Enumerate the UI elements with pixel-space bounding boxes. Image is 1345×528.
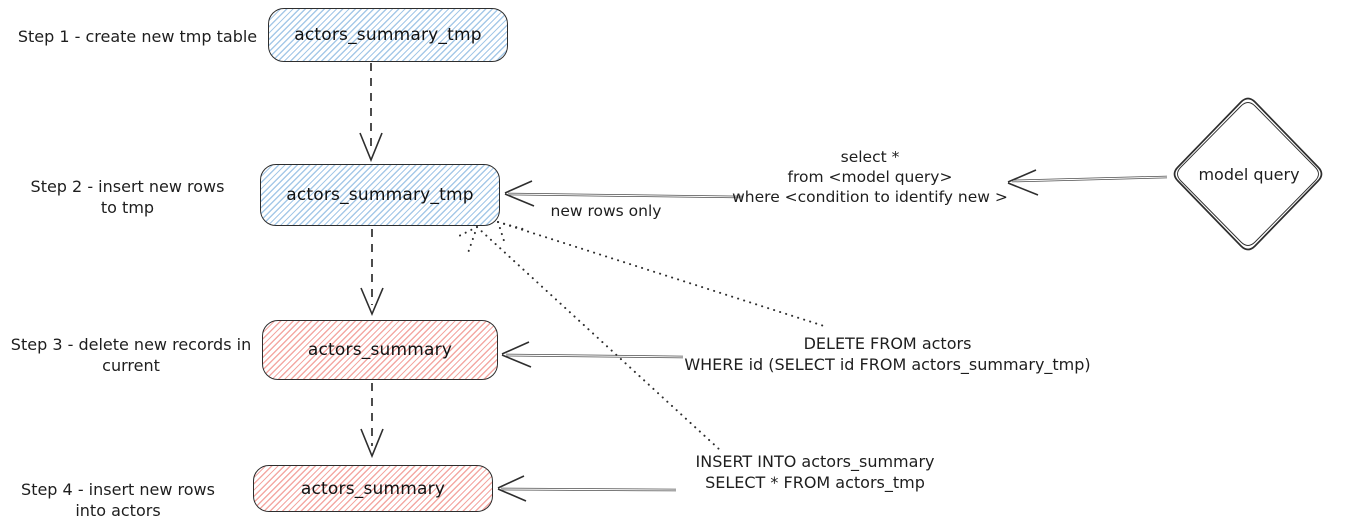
- node-summary-table-step4: actors_summary: [253, 465, 493, 512]
- node-summary-table-step3: actors_summary: [262, 320, 498, 380]
- step4-label: Step 4 - insert new rows into actors: [18, 479, 218, 521]
- node-summary-table-step4-label: actors_summary: [300, 478, 446, 499]
- arrow-select-to-tmp: [504, 180, 743, 207]
- delete-query-line1: DELETE FROM actors: [803, 334, 972, 353]
- step2-label-line2: to tmp: [100, 198, 155, 217]
- step1-label: Step 1 - create new tmp table: [10, 26, 265, 47]
- arrow-insert-to-summary: [497, 475, 677, 502]
- node-tmp-table-step1-label: actors_summary_tmp: [294, 25, 482, 45]
- step4-label-line2: into actors: [75, 501, 161, 520]
- step4-label-line1: Step 4 - insert new rows: [21, 480, 215, 499]
- model-query-label: model query: [1198, 165, 1300, 184]
- dotted-ref-insert-to-tmp: [454, 226, 721, 451]
- insert-query-note: INSERT INTO actors_summary SELECT * FROM…: [665, 451, 965, 493]
- arrow-delete-to-summary: [501, 341, 684, 368]
- delete-query-line2: WHERE id (SELECT id FROM actors_summary_…: [684, 355, 1091, 374]
- step2-label: Step 2 - insert new rows to tmp: [25, 176, 230, 218]
- arrow-step3-to-step4: [360, 383, 384, 459]
- step3-label: Step 3 - delete new records in current: [5, 334, 257, 376]
- select-query-line1: select *: [840, 148, 900, 166]
- select-query-note: select * from <model query> where <condi…: [700, 147, 1040, 207]
- step1-label-line1: Step 1 - create new tmp table: [17, 27, 258, 46]
- node-tmp-table-step2-label: actors_summary_tmp: [286, 185, 474, 205]
- delete-query-note: DELETE FROM actors WHERE id (SELECT id F…: [675, 333, 1100, 375]
- arrow-step2-to-step3: [360, 229, 384, 317]
- select-query-line3: where <condition to identify new >: [732, 188, 1008, 206]
- new-rows-only-label: new rows only: [550, 202, 662, 220]
- model-query-diamond: [1173, 97, 1323, 251]
- insert-query-line2: SELECT * FROM actors_tmp: [705, 473, 925, 492]
- node-tmp-table-step2: actors_summary_tmp: [260, 164, 500, 226]
- step3-label-line1: Step 3 - delete new records in: [10, 335, 252, 354]
- dotted-ref-delete-to-tmp: [497, 221, 825, 327]
- insert-query-line1: INSERT INTO actors_summary: [695, 452, 935, 471]
- node-tmp-table-step1: actors_summary_tmp: [268, 8, 508, 62]
- arrow-modelquery-to-select: [1007, 169, 1168, 196]
- arrow-step1-to-step2: [359, 63, 383, 163]
- step3-label-line2: current: [102, 356, 160, 375]
- step2-label-line1: Step 2 - insert new rows: [30, 177, 225, 196]
- node-summary-table-step3-label: actors_summary: [307, 340, 453, 360]
- select-query-line2: from <model query>: [787, 168, 953, 186]
